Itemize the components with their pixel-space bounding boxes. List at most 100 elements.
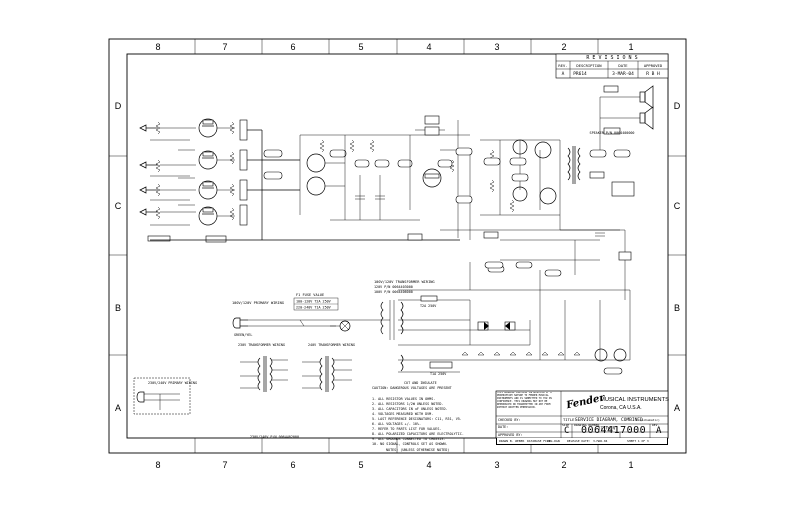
speaker-section: SPEAKER P/N 0064400000 [590, 85, 654, 150]
xfmr-230-240-pn: 230V/240V P/N 0064402000 [250, 435, 299, 439]
rev-label: REV. [652, 423, 660, 427]
note-line: 6. ALL VOLTAGES +/- 10%. [372, 422, 421, 426]
rev-cell: PR614 [573, 71, 587, 77]
row-label: A [674, 403, 680, 413]
drawing-number: 0064417000 [581, 425, 647, 436]
input-resistors [150, 121, 196, 226]
drawing-title: SERVICE DIAGRAM, COMBINED [575, 417, 643, 423]
preamp-section [139, 118, 460, 243]
row-label: A [115, 403, 121, 413]
preamp-bus [150, 129, 460, 241]
col-label: 7 [222, 460, 227, 470]
drawing-number-label: DRAWING NUMBER [574, 423, 600, 427]
fuse-label: T1A 250V [430, 372, 446, 376]
approved-by-label: APPROVED BY: [498, 433, 523, 437]
note-line: 4. VOLTAGES MEASURED WITH DVM. [372, 412, 433, 416]
rev-cell: 3-MAR-04 [612, 71, 634, 77]
col-label: 2 [561, 42, 566, 52]
col-label: 8 [155, 42, 160, 52]
col-label: 7 [222, 42, 227, 52]
cut-insulate-label: CUT AND INSULATE [404, 381, 437, 385]
outer-border [108, 38, 687, 454]
col-label: 6 [290, 42, 295, 52]
row-label: D [115, 101, 122, 111]
notes-block: CAUTION: DANGEROUS VOLTAGES ARE PRESENT … [372, 386, 464, 452]
xfmr-240-label: 240V TRANSFORMER WIRING [308, 343, 355, 347]
note-line: NOTES: (UNLESS OTHERWISE NOTED) [386, 448, 449, 452]
rev-value: A [656, 426, 662, 436]
ground-label: GREEN/YEL [234, 333, 252, 337]
database-label: DATABASE FILE [527, 439, 551, 443]
speaker-pn: SPEAKER P/N 0064400000 [590, 131, 635, 135]
xfmr-230-label: 230V TRANSFORMER WIRING [238, 343, 285, 347]
input-jacks [139, 124, 158, 216]
drawing-title-suffix: (schematic) [640, 418, 660, 422]
col-label: 3 [494, 42, 499, 52]
preamp-tubes [198, 118, 218, 226]
size-label: SIZE [562, 423, 570, 427]
col-label: 5 [358, 42, 363, 52]
fuse-row: 100-120V T2A 250V [296, 300, 331, 304]
col-label: 5 [358, 460, 363, 470]
note-line: 1. ALL RESISTOR VALUES IN OHMS. [372, 397, 435, 401]
col-label: 6 [290, 460, 295, 470]
column-labels-top: 8 7 6 5 4 3 2 1 [155, 42, 633, 52]
title-block: THIS DRAWING CONTAINS INFORMATION OF A P… [495, 390, 669, 439]
row-label: C [115, 201, 122, 211]
primary-230-label: 230V/240V PRIMARY WIRING [148, 381, 197, 385]
rev-header: APPROVED [644, 63, 663, 68]
database-value: DWG.DGN [547, 439, 560, 443]
sheet-number: SHEET 1 OF 3 [627, 439, 649, 443]
output-transformer [567, 146, 581, 184]
col-label: 1 [628, 42, 633, 52]
rev-cell: A [562, 71, 565, 77]
note-line: CAUTION: DANGEROUS VOLTAGES ARE PRESENT [372, 386, 452, 390]
release-strip: DRAWN B. WEBER DATABASE FILE DWG.DGN REL… [496, 438, 668, 445]
fuse-row: 220-240V T1A 250V [296, 306, 331, 310]
drawing-number-area: SIZE C DRAWING NUMBER 0064417000 REV. A [561, 424, 668, 438]
company-name: MUSICAL INSTRUMENTS [600, 397, 669, 403]
row-label: B [115, 303, 121, 313]
rev-header: DESCRIPTION [576, 63, 602, 68]
model-name: 57 TWIN [598, 426, 615, 431]
second-stage [263, 134, 420, 221]
note-line: 9. ALL GROUNDS CONNECTED TO CHASSIS. [372, 437, 446, 441]
row-label: D [674, 101, 681, 111]
col-label: 8 [155, 460, 160, 470]
rev-cell: R B H [646, 71, 660, 77]
fuse-value-label: F1 FUSE VALUE [296, 293, 324, 297]
note-line: 8. ALL POLARIZED CAPACITORS ARE ELECTROL… [372, 432, 464, 436]
tone-stack [147, 119, 248, 243]
title-label: TITLE: [563, 417, 577, 422]
release-date-value: 3-MAR-04 [593, 439, 608, 443]
note-line: 3. ALL CAPACITORS IN uF UNLESS NOTED. [372, 407, 448, 411]
revisions-title: R E V I S I O N S [586, 55, 637, 61]
note-line: 10. NO SIGNAL, CONTROLS SET AS SHOWN. [372, 442, 448, 446]
rev-header: DATE [618, 63, 628, 68]
power-amp-section [407, 115, 635, 241]
row-labels: D C B A D C B A [115, 101, 681, 413]
col-label: 2 [561, 460, 566, 470]
col-label: 4 [426, 42, 431, 52]
company-location: Corona, CA U.S.A. [600, 405, 642, 411]
note-line: 2. ALL RESISTORS 1/2W UNLESS NOTED. [372, 402, 443, 406]
row-label: B [674, 303, 680, 313]
note-line: 7. REFER TO PARTS LIST FOR VALUES. [372, 427, 441, 431]
revisions-block: R E V I S I O N S REV. DESCRIPTION DATE … [555, 53, 669, 79]
rev-header: REV. [558, 63, 567, 68]
primary-230-box: 230V/240V PRIMARY WIRING [133, 377, 197, 415]
xfmr-heading: 100V/120V TRANSFORMER WIRING [374, 280, 435, 284]
checked-by-label: CHECKED BY: [498, 418, 520, 422]
col-label: 4 [426, 460, 431, 470]
proprietary-notice: THIS DRAWING CONTAINS INFORMATION OF A P… [497, 392, 552, 409]
note-line: 5. LAST REFERENCE DESIGNATORS: C11, R31,… [372, 417, 462, 421]
xfmr-pn: 120V P/N 0064403000 [374, 285, 413, 289]
col-label: 3 [494, 460, 499, 470]
alt-transformers: 230V TRANSFORMER WIRING 240V TRANSFORMER… [238, 343, 355, 439]
size-value: C [564, 426, 570, 436]
col-label: 1 [628, 460, 633, 470]
fuse-label: T2A 250V [420, 304, 436, 308]
primary-120-label: 100V/120V PRIMARY WIRING [232, 301, 284, 305]
release-date-label: RELEASE DATE: [567, 439, 591, 443]
